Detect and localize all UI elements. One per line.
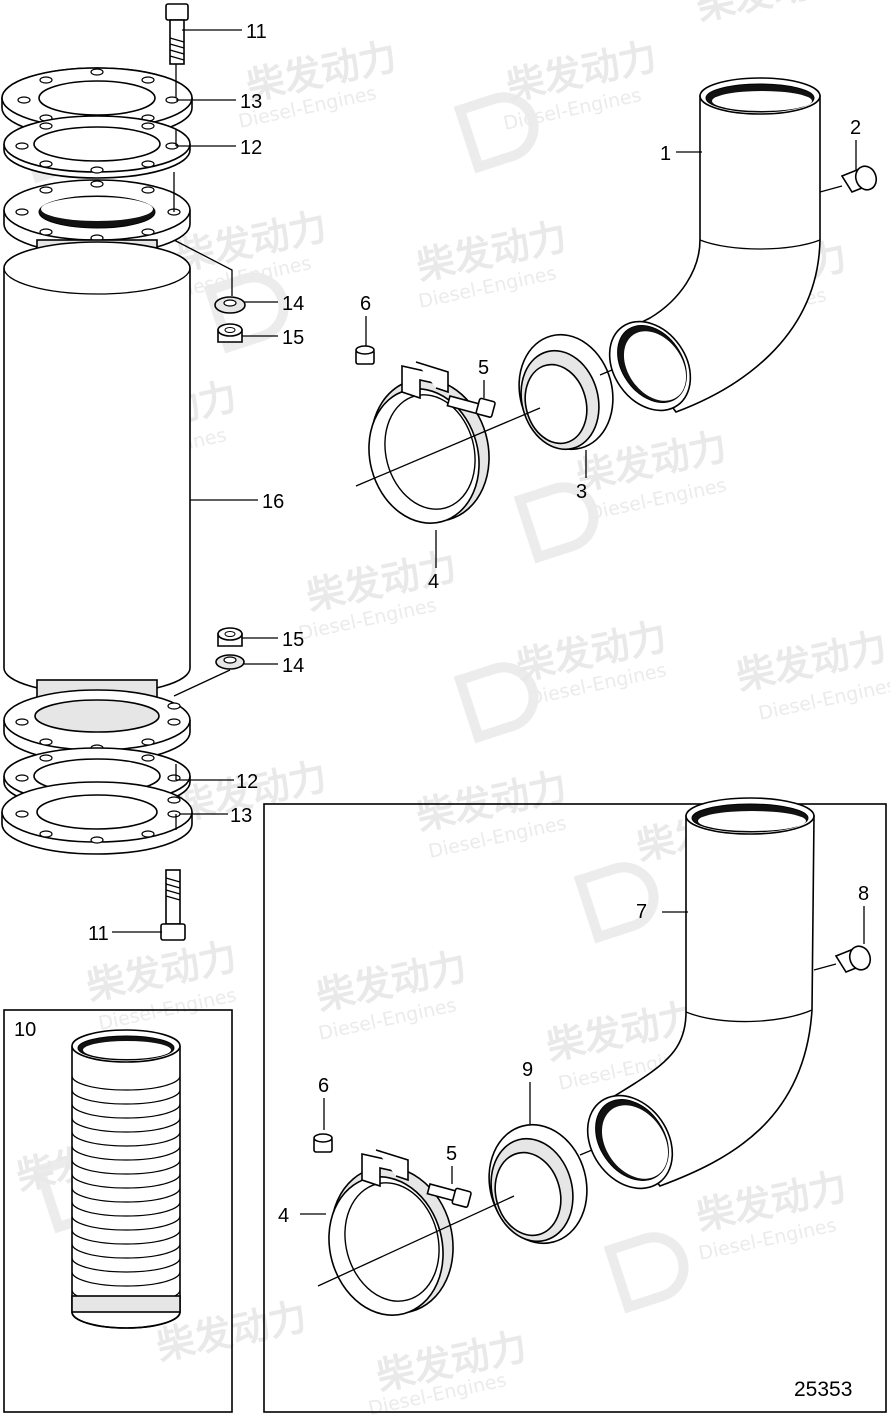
watermark-text-cn: 柴发动力 bbox=[693, 0, 851, 29]
callout-1: 1 bbox=[660, 143, 671, 165]
clamp-bolt-upper bbox=[446, 395, 496, 418]
watermark-logo bbox=[453, 92, 539, 174]
watermark-logo bbox=[603, 1232, 689, 1314]
callout-11: 11 bbox=[88, 923, 109, 945]
flex-bellows bbox=[71, 1029, 181, 1329]
callout-16: 16 bbox=[262, 491, 284, 513]
elbow-pipe-upper bbox=[608, 77, 821, 413]
callout-10: 10 bbox=[14, 1019, 36, 1041]
callout-7: 7 bbox=[636, 901, 647, 923]
callout-4: 4 bbox=[428, 571, 439, 593]
bolt-top bbox=[165, 3, 189, 65]
washer-nut-lower bbox=[215, 627, 245, 670]
leader-lines-left bbox=[112, 29, 278, 933]
callout-6: 6 bbox=[360, 293, 371, 315]
flange-gasket-bottom bbox=[1, 781, 193, 855]
callout-12: 12 bbox=[236, 771, 258, 793]
callout-8: 8 bbox=[858, 883, 869, 905]
callout-15: 15 bbox=[282, 629, 304, 651]
seal-ring-lower bbox=[488, 1123, 588, 1245]
callout-labels: 1 2 3 4 5 6 7 8 9 4 5 6 10 11 13 12 14 1… bbox=[14, 21, 869, 1401]
watermark-logo bbox=[513, 482, 599, 564]
bolt-bottom bbox=[160, 869, 186, 941]
clamp-nut-lower bbox=[313, 1133, 333, 1153]
callout-2: 2 bbox=[850, 117, 861, 139]
callout-13: 13 bbox=[240, 91, 262, 113]
elbow-pipe-lower bbox=[586, 797, 815, 1190]
flange-gasket-top bbox=[1, 67, 193, 139]
clamp-nut-upper bbox=[355, 345, 375, 365]
callout-15: 15 bbox=[282, 327, 304, 349]
flex-bellows-frame bbox=[3, 1009, 233, 1413]
callout-9: 9 bbox=[522, 1059, 533, 1081]
figure-number: 25353 bbox=[794, 1378, 852, 1401]
callout-11: 11 bbox=[246, 21, 267, 43]
callout-5: 5 bbox=[446, 1143, 457, 1165]
callout-13: 13 bbox=[230, 805, 252, 827]
seal-ring-upper bbox=[518, 333, 614, 451]
plug-screw-upper bbox=[840, 165, 878, 193]
pipe-section bbox=[3, 179, 191, 707]
clamp-lower bbox=[328, 1149, 454, 1316]
clamp-upper bbox=[368, 361, 490, 524]
callout-14: 14 bbox=[282, 293, 304, 315]
gasket-top bbox=[3, 115, 191, 179]
callout-6: 6 bbox=[318, 1075, 329, 1097]
callout-3: 3 bbox=[576, 481, 587, 503]
leader-lines-upper-right bbox=[355, 140, 857, 568]
plug-screw-lower bbox=[834, 945, 872, 973]
washer-nut-upper bbox=[214, 296, 246, 343]
callout-5: 5 bbox=[478, 357, 489, 379]
leader-lines-lower-right bbox=[300, 906, 865, 1287]
watermark-logo bbox=[573, 862, 659, 944]
callout-4: 4 bbox=[278, 1205, 289, 1227]
clamp-bolt-lower bbox=[426, 1183, 472, 1208]
watermark-logo bbox=[203, 272, 289, 354]
alternative-assembly-frame bbox=[263, 803, 887, 1413]
watermark-logo bbox=[453, 662, 539, 744]
callout-12: 12 bbox=[240, 137, 262, 159]
callout-14: 14 bbox=[282, 655, 304, 677]
